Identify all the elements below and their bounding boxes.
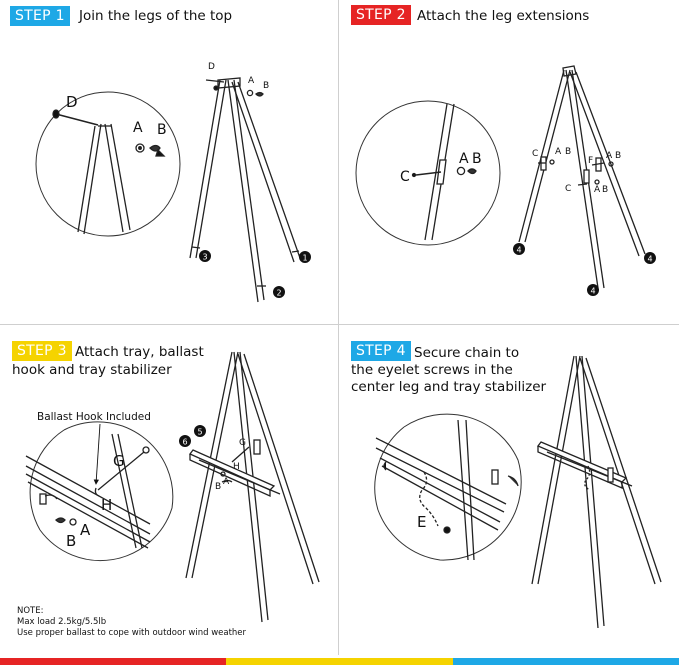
label-A-zoom: A	[133, 120, 143, 136]
label-D-small: D	[208, 62, 215, 72]
label-G-zoom: G	[113, 452, 125, 470]
step-2-illustration	[355, 65, 646, 289]
label-A-right: A	[606, 151, 613, 161]
label-B-lower: B	[602, 185, 608, 195]
step-4-title-line3: center leg and tray stabilizer	[351, 379, 547, 395]
color-bar-red	[0, 658, 227, 665]
quadrant-divider-vertical	[338, 0, 339, 655]
label-H-small: H	[233, 462, 240, 472]
step-2-leg-numbers: 4 4 4	[513, 243, 656, 296]
step-3-title-line2: hook and tray stabilizer	[12, 362, 172, 378]
step-4-title-line1: Secure chain to	[414, 345, 520, 361]
step-2-badge: STEP 2	[351, 5, 411, 25]
label-A-lower: A	[594, 185, 601, 195]
label-A-zoom-2: A	[459, 151, 469, 167]
step-3-badge: STEP 3	[12, 341, 72, 361]
label-B-zoom-2: B	[472, 151, 482, 167]
step-3-illustration	[25, 351, 320, 623]
label-B-zoom: B	[157, 122, 167, 138]
color-bar-blue	[452, 658, 679, 665]
step-3-title-line1: Attach tray, ballast	[75, 344, 204, 360]
label-C-lower: C	[565, 184, 571, 194]
leg-number-4-left: 4	[516, 246, 521, 255]
note-ballast-warning: Use proper ballast to cope with outdoor …	[17, 628, 247, 638]
label-C-left: C	[532, 149, 538, 159]
color-bar	[0, 658, 679, 665]
label-F: F	[588, 156, 593, 166]
label-A-left: A	[555, 147, 562, 157]
note-max-load: Max load 2.5kg/5.5lb	[17, 617, 107, 627]
leg-number-4-right: 4	[647, 255, 652, 264]
step-3-part-numbers: 5 6	[179, 425, 206, 447]
label-B-small: B	[263, 81, 269, 91]
leg-number-3: 3	[202, 253, 207, 262]
step-1-badge: STEP 1	[10, 6, 70, 26]
step-4-title-line2: the eyelet screws in the	[351, 362, 513, 378]
leg-number-4-center: 4	[590, 287, 595, 296]
note-heading: NOTE:	[17, 606, 44, 616]
step-4-illustration	[374, 355, 662, 629]
label-B-zoom-3: B	[66, 532, 76, 550]
step-2-title: Attach the leg extensions	[417, 8, 590, 24]
label-A-small: A	[248, 76, 255, 86]
leg-number-2: 2	[276, 289, 281, 298]
label-B-right: B	[615, 151, 621, 161]
step-1-zoom-circle	[35, 91, 181, 237]
label-C-zoom: C	[400, 169, 410, 185]
load-note: NOTE: Max load 2.5kg/5.5lb Use proper ba…	[17, 606, 246, 639]
step-1-illustration	[35, 77, 301, 303]
step-2-zoom-circle	[355, 100, 501, 246]
quadrant-divider-horizontal	[0, 324, 679, 325]
label-G-small: G	[239, 438, 246, 448]
label-B-left: B	[565, 147, 571, 157]
part-number-6: 6	[182, 438, 187, 447]
label-H-zoom: H	[101, 496, 112, 514]
label-D-zoom: D	[66, 93, 78, 111]
label-A-zoom-3: A	[80, 521, 91, 539]
ballast-hook-label: Ballast Hook Included	[37, 411, 151, 423]
step-1-leg-numbers: 1 2 3	[199, 250, 311, 298]
label-A-small-3: A	[223, 477, 230, 487]
label-E: E	[417, 513, 426, 531]
label-B-small-3: B	[215, 482, 221, 492]
step-4-badge: STEP 4	[351, 341, 411, 361]
color-bar-yellow	[226, 658, 453, 665]
part-number-5: 5	[197, 428, 202, 437]
leg-number-1: 1	[302, 254, 307, 263]
step-1-title: Join the legs of the top	[79, 8, 233, 24]
